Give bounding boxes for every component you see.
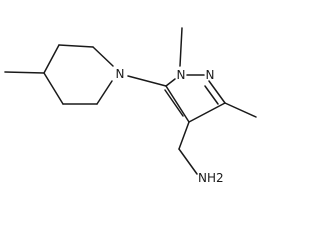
bond-c5-n1 (165, 78, 176, 87)
bond-cc-cd (43, 72, 64, 105)
bond-cc-methyl (4, 71, 45, 74)
bond-n1-methyl (179, 27, 183, 67)
bond-c4-c5 (165, 85, 190, 123)
atom-label-nh2: NH2 (198, 171, 224, 185)
atom-label-n2: N (206, 68, 215, 82)
atom-label-piperidine-n: N (116, 67, 125, 81)
bond-c3-c4 (188, 102, 226, 123)
atom-label-n1: N (177, 68, 186, 82)
bond-c4-ch2 (178, 121, 190, 150)
bond-npip-ca (92, 46, 114, 67)
bond-ca-cb (58, 44, 94, 48)
bond-c3-methyl (224, 102, 257, 118)
molecule-structure: N N N NH2 (4, 27, 257, 185)
bond-n2-c3 (208, 80, 226, 104)
bond-ce-npip (96, 80, 113, 105)
bond-c5-npip (127, 75, 167, 87)
bond-n2-c3-double (204, 85, 219, 105)
bond-ch2-nh2 (178, 148, 198, 175)
bond-c4-c5-double (164, 89, 184, 117)
bond-cb-cc (43, 44, 60, 74)
